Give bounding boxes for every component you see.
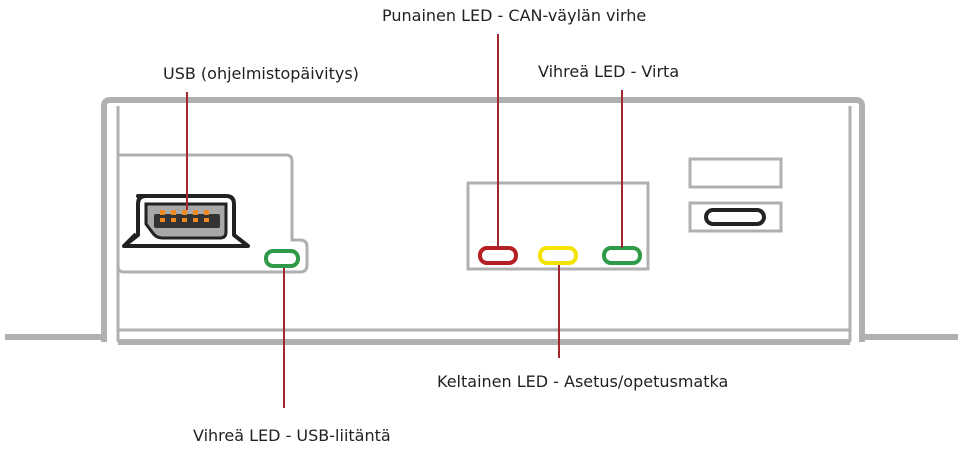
- label-green-power: Vihreä LED - Virta: [538, 62, 680, 81]
- led-green-usb: [264, 249, 300, 268]
- device-housing: [101, 97, 865, 345]
- label-yellow-led: Keltainen LED - Asetus/opetusmatka: [437, 372, 729, 391]
- leader-lines: [186, 34, 623, 408]
- led-green-power: [602, 246, 642, 265]
- port-slot-icon: [704, 208, 766, 226]
- label-green-usb: Vihreä LED - USB-liitäntä: [193, 426, 391, 445]
- label-usb: USB (ohjelmistopäivitys): [163, 64, 359, 83]
- led-red: [478, 246, 518, 265]
- led-yellow: [538, 246, 578, 265]
- label-red-led: Punainen LED - CAN-väylän virhe: [382, 6, 647, 25]
- usb-pins: [160, 210, 209, 222]
